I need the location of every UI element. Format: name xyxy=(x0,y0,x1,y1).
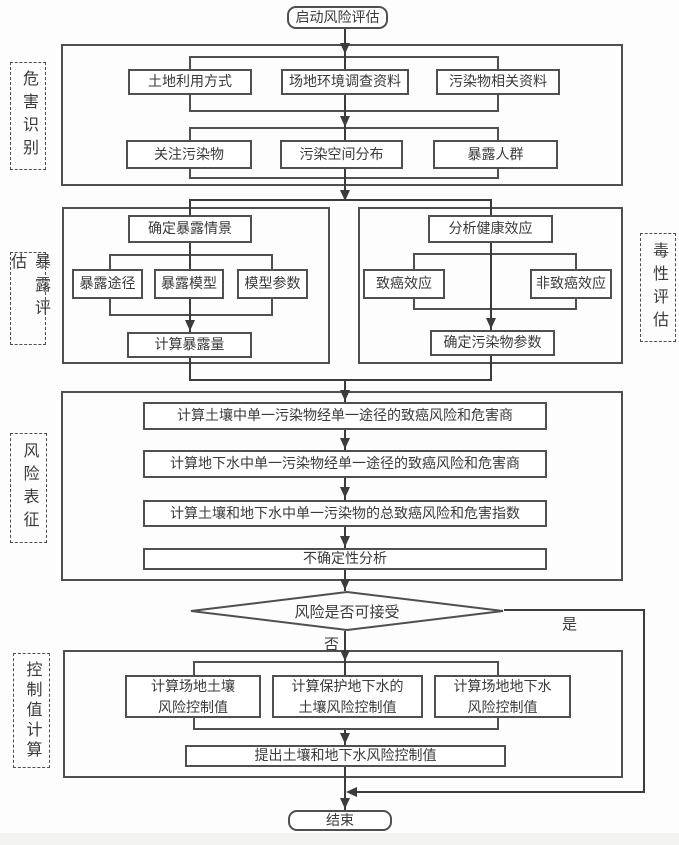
flow-line-hazard-exit xyxy=(344,169,346,201)
groundwater-protection-control-value-box: 计算保护地下水的 土壤风险控制值 xyxy=(272,675,423,718)
hazard-section-label: 危害识别 xyxy=(10,62,46,170)
exposure-dose-box: 计算暴露量 xyxy=(127,332,252,358)
land-use-box: 土地利用方式 xyxy=(128,69,252,95)
pollution-distribution-box: 污染空间分布 xyxy=(280,140,403,169)
arrow-down-icon-end xyxy=(340,798,350,809)
model-parameters-box: 模型参数 xyxy=(237,269,308,299)
pollutant-info-box: 污染物相关资料 xyxy=(436,69,560,95)
arrow-down-icon-exposure-dose xyxy=(185,320,195,331)
characterization-section-label: 风险表征 xyxy=(10,433,47,543)
site-groundwater-line1: 计算场地地下水 xyxy=(453,678,552,695)
arrow-down-icon-step3 xyxy=(340,487,350,498)
flow-line-exposure-exit xyxy=(189,358,191,381)
arrow-down-icon-split xyxy=(340,190,350,201)
soil-single-risk-step-box: 计算土壤中单一污染物经单一途径的致癌风险和危害商 xyxy=(143,402,547,430)
arrow-down-icon-hazard xyxy=(340,43,350,54)
soil-control-value-box: 计算场地土壤 风险控制值 xyxy=(125,675,261,718)
arrow-down-icon-control xyxy=(340,650,350,661)
decision-no-label: 否 xyxy=(324,636,340,653)
arrow-down-icon-step2 xyxy=(340,438,350,449)
arrow-down-icon-step4 xyxy=(340,536,350,547)
decision-yes-label: 是 xyxy=(562,616,578,633)
flow-line-into-exposure xyxy=(189,199,191,215)
end-node: 结束 xyxy=(288,810,392,831)
flow-line-into-end xyxy=(344,767,346,810)
health-effects-box: 分析健康效应 xyxy=(428,215,553,243)
start-node: 启动风险评估 xyxy=(287,6,388,29)
exposed-population-box: 暴露人群 xyxy=(433,140,558,169)
exposure-section-frame xyxy=(62,207,330,364)
flow-line-toxicity-mid xyxy=(490,243,492,330)
flow-line-toxicity-exit xyxy=(490,356,492,381)
groundwater-single-risk-step-box: 计算地下水中单一污染物经单一途径的致癌风险和危害商 xyxy=(143,450,547,478)
flow-line-merge-horizontal xyxy=(189,379,492,381)
control-section-label: 控制值计算 xyxy=(13,653,50,768)
decision-label: 风险是否可接受 xyxy=(294,603,400,621)
flow-line-into-toxicity xyxy=(490,199,492,215)
exposure-section-label: 暴露评估 xyxy=(8,252,49,345)
exposure-scenario-box: 确定暴露情景 xyxy=(128,215,252,243)
arrow-down-icon-hazard-row2 xyxy=(340,116,350,127)
footer-strip xyxy=(0,833,679,845)
soil-control-value-line1: 计算场地土壤 xyxy=(151,678,235,695)
carcinogenic-effect-box: 致癌效应 xyxy=(363,269,445,299)
arrow-left-icon-yes-return xyxy=(346,787,357,797)
flow-line-yes-horizontal xyxy=(504,609,645,611)
groundwater-protection-line2: 土壤风险控制值 xyxy=(298,698,397,715)
arrow-down-icon-decision xyxy=(340,579,350,590)
site-groundwater-line2: 风险控制值 xyxy=(467,698,538,715)
arrow-down-icon-characterization xyxy=(340,390,350,401)
uncertainty-analysis-box: 不确定性分析 xyxy=(143,548,547,570)
arrow-down-icon-pollutant-parameters xyxy=(486,318,496,329)
soil-control-value-line2: 风险控制值 xyxy=(158,698,228,715)
exposure-pathway-box: 暴露途径 xyxy=(72,269,143,299)
total-risk-step-box: 计算土壤和地下水中单一污染物的总致癌风险和危害指数 xyxy=(143,500,547,527)
concern-pollutants-box: 关注污染物 xyxy=(126,140,252,169)
toxicity-section-label: 毒性评估 xyxy=(640,233,676,342)
decision-diamond xyxy=(190,590,504,632)
non-carcinogenic-effect-box: 非致癌效应 xyxy=(530,269,612,299)
flow-line-yes-vertical xyxy=(643,609,645,793)
site-groundwater-control-value-box: 计算场地地下水 风险控制值 xyxy=(434,675,571,718)
arrow-down-icon-propose xyxy=(340,733,350,744)
site-survey-data-box: 场地环境调查资料 xyxy=(281,69,409,95)
groundwater-protection-line1: 计算保护地下水的 xyxy=(291,678,404,695)
propose-control-values-box: 提出土壤和地下水风险控制值 xyxy=(185,745,506,767)
pollutant-parameters-box: 确定污染物参数 xyxy=(430,330,555,356)
flow-line-yes-return xyxy=(356,791,645,793)
exposure-model-box: 暴露模型 xyxy=(154,269,224,299)
